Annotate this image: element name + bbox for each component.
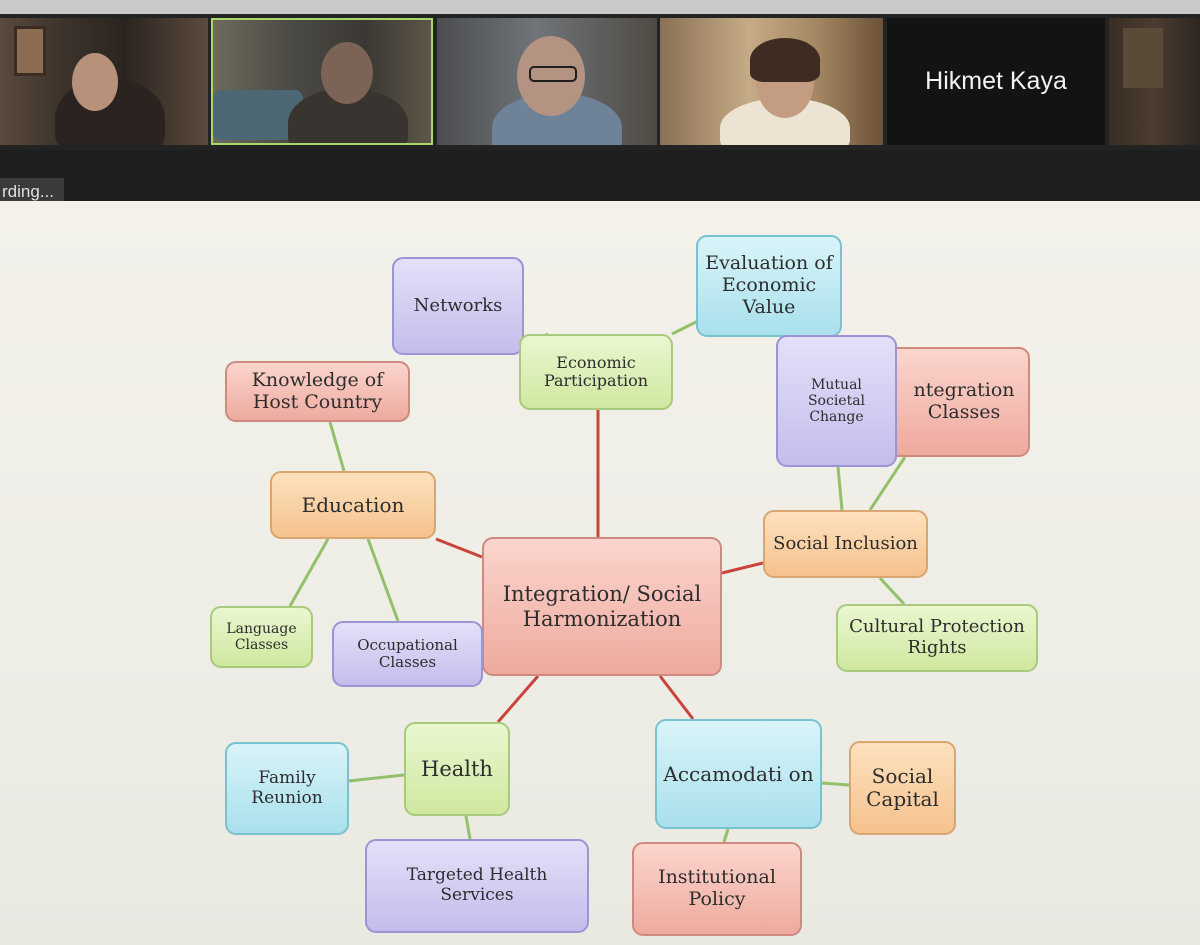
node-cultural-protection-rights: Cultural Protection Rights: [836, 604, 1038, 672]
link-economic-participation-evaluation: [671, 319, 699, 336]
shared-screen-slide: Integration/ Social Harmonization Networ…: [0, 201, 1200, 945]
link-health-targeted-services: [464, 815, 472, 840]
node-mutual-societal-change: Mutual Societal Change: [776, 335, 897, 467]
window-top-bar: [0, 0, 1200, 14]
background-shelf: [1123, 28, 1163, 88]
link-center-education: [435, 537, 483, 559]
node-occupational-classes: Occupational Classes: [332, 621, 483, 687]
participant-strip: Hikmet Kaya: [0, 0, 1200, 150]
link-center-accommodation: [658, 675, 695, 720]
participant-head: [321, 42, 373, 104]
participant-name: Hikmet Kaya: [925, 67, 1067, 95]
node-family-reunion: Family Reunion: [225, 742, 349, 835]
node-integration-classes: ntegration Classes: [880, 347, 1030, 457]
glasses-icon: [529, 66, 577, 82]
participant-video-6[interactable]: [1109, 18, 1200, 145]
node-accommodation: Accamodati on: [655, 719, 822, 829]
link-education-knowledge: [328, 421, 346, 472]
node-health: Health: [404, 722, 510, 816]
node-social-capital: Social Capital: [849, 741, 956, 835]
node-language-classes: Language Classes: [210, 606, 313, 668]
participant-video-1[interactable]: [0, 18, 208, 145]
participant-name-card[interactable]: Hikmet Kaya: [887, 18, 1105, 145]
link-education-language-classes: [288, 538, 330, 607]
node-social-inclusion: Social Inclusion: [763, 510, 928, 578]
participant-head: [517, 36, 585, 116]
participant-video-2-active-speaker[interactable]: [211, 18, 433, 145]
link-social-inclusion-cultural-protection: [878, 576, 906, 606]
participant-video-4[interactable]: [660, 18, 883, 145]
participant-head: [72, 53, 118, 111]
node-integration-social-harmonization: Integration/ Social Harmonization: [482, 537, 722, 676]
link-center-health: [496, 675, 540, 723]
link-accommodation-institutional-policy: [722, 828, 730, 843]
node-networks: Networks: [392, 257, 524, 355]
link-center-social-inclusion: [721, 561, 764, 575]
link-education-occupational-classes: [366, 538, 400, 622]
link-health-family-reunion: [348, 773, 405, 783]
node-knowledge-host-country: Knowledge of Host Country: [225, 361, 410, 422]
link-social-inclusion-integration-classes: [868, 456, 907, 511]
participant-video-3[interactable]: [437, 18, 657, 145]
node-institutional-policy: Institutional Policy: [632, 842, 802, 936]
link-social-inclusion-mutual: [836, 466, 844, 511]
hair: [750, 38, 820, 82]
diagram-connectors: [288, 319, 907, 843]
node-evaluation-economic-value: Evaluation of Economic Value: [696, 235, 842, 337]
link-accommodation-social-capital: [821, 781, 850, 787]
node-targeted-health-services: Targeted Health Services: [365, 839, 589, 933]
wall-frame: [14, 26, 46, 76]
node-economic-participation: Economic Participation: [519, 334, 673, 410]
node-education: Education: [270, 471, 436, 539]
